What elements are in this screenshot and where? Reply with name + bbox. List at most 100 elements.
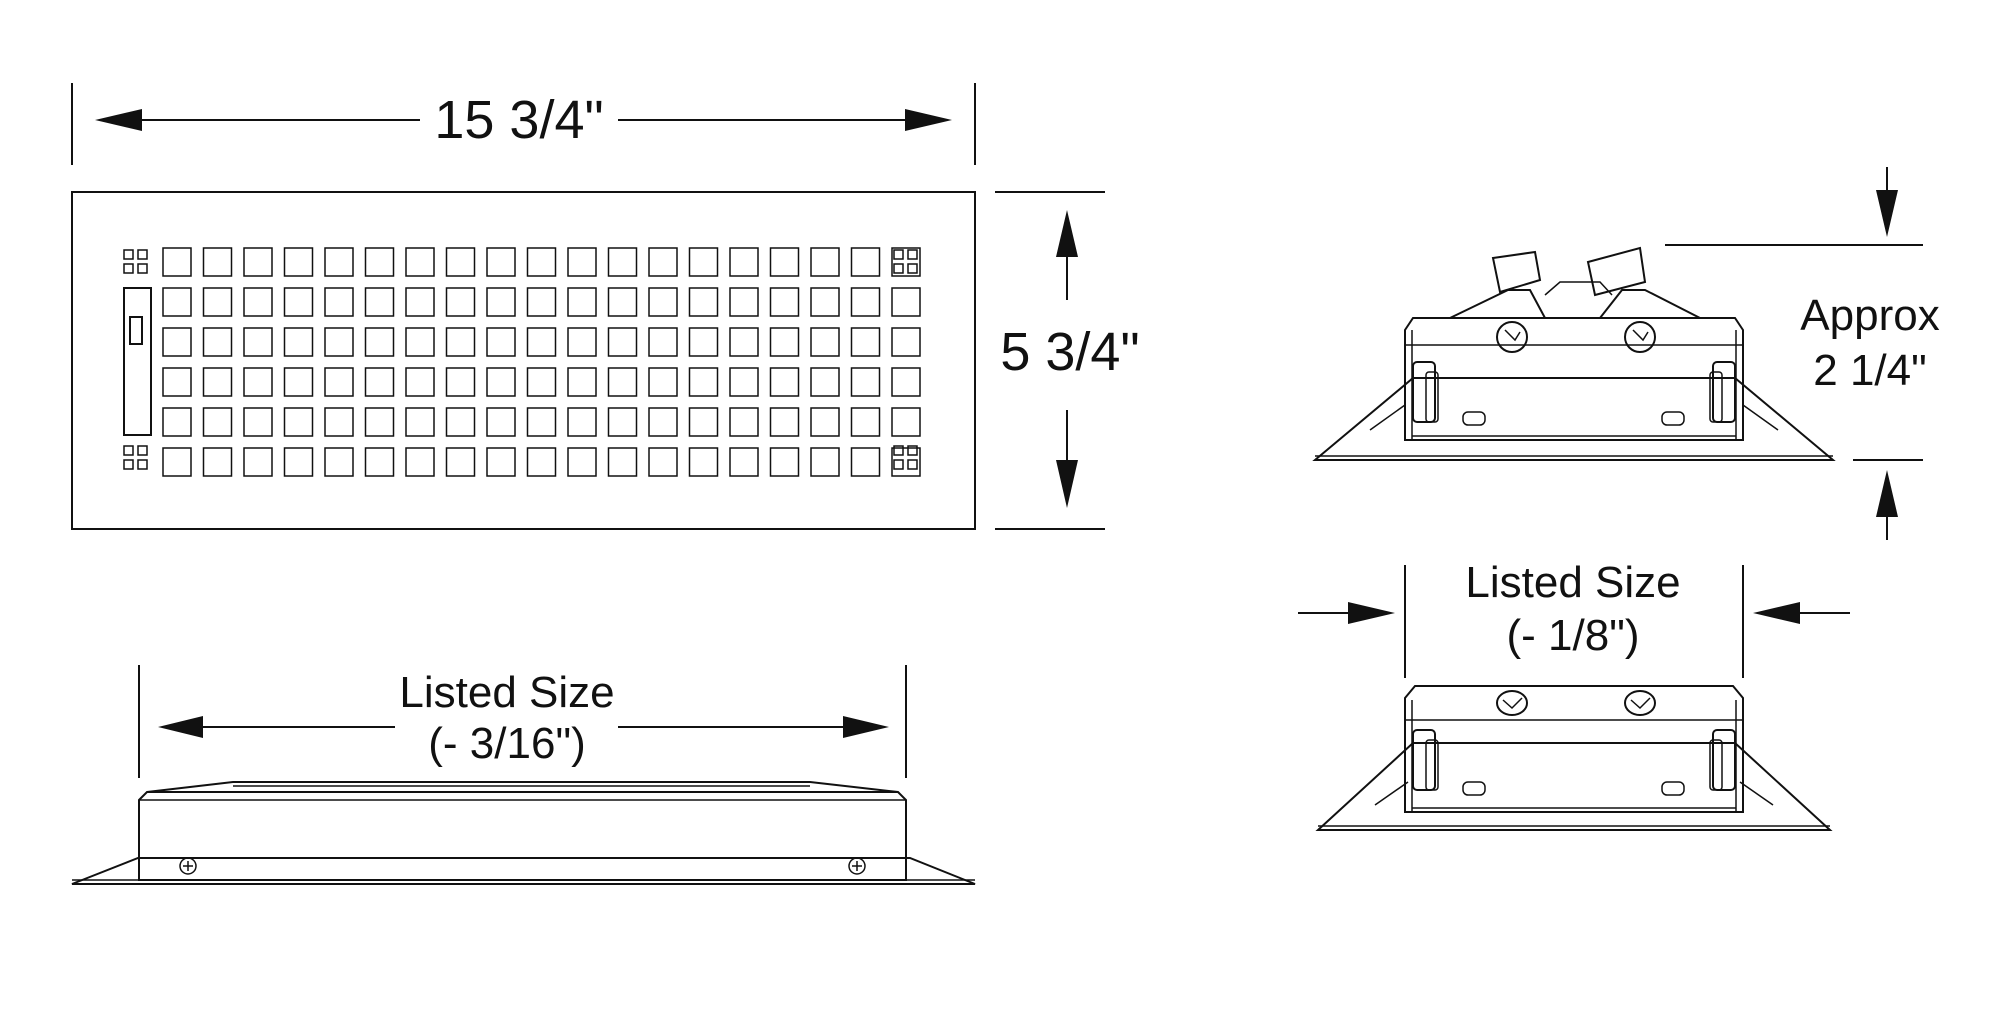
grille-opening <box>567 287 597 317</box>
grille-corner-square <box>123 459 134 470</box>
grille-opening <box>243 287 273 317</box>
depth-arrowhead-top <box>1876 190 1898 237</box>
end-flange-inner-right <box>1739 781 1774 806</box>
end-flange-inner-left <box>1374 781 1409 806</box>
grille-opening <box>405 287 435 317</box>
front-listed-size-line2: (- 3/16") <box>428 719 585 768</box>
grille-opening <box>729 327 759 357</box>
width-arrowhead-right <box>905 109 952 131</box>
grille-opening <box>486 407 516 437</box>
end-view: Listed Size (- 1/8") <box>1298 558 1850 831</box>
grille-opening <box>445 247 476 277</box>
grille-opening <box>162 447 192 477</box>
grille-opening <box>769 407 800 437</box>
grille-opening <box>283 327 314 357</box>
grille-corner-square <box>137 263 148 274</box>
grille-opening <box>729 447 759 477</box>
grille-opening <box>850 367 881 397</box>
grille-corner-square <box>137 445 148 456</box>
side-view-drawing <box>1312 246 1836 461</box>
end-flange <box>1315 742 1833 831</box>
grille-opening <box>486 247 516 277</box>
grille-opening <box>648 407 678 437</box>
grille-opening <box>850 447 881 477</box>
grille-opening <box>243 447 273 477</box>
grille-corner-square <box>123 249 134 260</box>
height-label: 5 3/4" <box>1000 322 1139 382</box>
front-screw-right <box>848 857 866 875</box>
side-flange-inner-right <box>1742 404 1779 431</box>
depth-label-line1: Approx <box>1800 291 1939 340</box>
front-arrowhead-right <box>843 716 889 738</box>
front-profile-view: Listed Size (- 3/16") <box>71 665 976 885</box>
grille-opening <box>445 287 476 317</box>
grille-opening <box>405 327 435 357</box>
damper-lever <box>123 287 152 436</box>
grille-opening <box>202 407 233 437</box>
grille-opening <box>607 447 638 477</box>
end-clip-left <box>1412 729 1439 791</box>
grille-opening <box>364 327 395 357</box>
grille-opening <box>364 247 395 277</box>
grille-corner-marks <box>123 249 918 470</box>
grille-opening <box>364 287 395 317</box>
grille-opening <box>850 407 881 437</box>
grille-opening <box>283 287 314 317</box>
grille-opening <box>526 367 557 397</box>
damper-center-bar <box>1544 281 1613 296</box>
end-slot-left <box>1462 781 1486 796</box>
grille-opening <box>850 287 881 317</box>
grille-opening <box>162 247 192 277</box>
grille-opening <box>202 447 233 477</box>
grille-opening <box>283 447 314 477</box>
grille-opening <box>891 407 921 437</box>
front-flange <box>71 857 976 885</box>
grille-opening <box>162 407 192 437</box>
grille-opening <box>891 247 921 277</box>
grille-opening <box>283 407 314 437</box>
grille-opening <box>243 407 273 437</box>
grille-opening <box>729 367 759 397</box>
grille-corner-square <box>123 263 134 274</box>
end-arrowhead-right <box>1753 602 1800 624</box>
grille-opening <box>445 327 476 357</box>
front-listed-size-dimension: Listed Size (- 3/16") <box>138 665 907 778</box>
grille-opening <box>283 367 314 397</box>
grille-opening <box>891 447 921 477</box>
grille-face-outline <box>71 191 976 530</box>
grille-opening <box>445 407 476 437</box>
grille-opening <box>283 247 314 277</box>
grille-opening <box>688 447 719 477</box>
width-label: 15 3/4" <box>434 90 603 150</box>
grille-opening <box>567 327 597 357</box>
grille-opening <box>324 407 354 437</box>
side-flange-inner-left <box>1369 404 1406 431</box>
grille-opening <box>891 327 921 357</box>
grille-opening <box>364 407 395 437</box>
grille-opening <box>688 327 719 357</box>
grille-opening <box>526 247 557 277</box>
grille-opening <box>648 247 678 277</box>
grille-opening <box>364 447 395 477</box>
end-listed-size-dimension: Listed Size (- 1/8") <box>1298 558 1850 678</box>
grille-opening <box>810 247 840 277</box>
grille-opening <box>324 327 354 357</box>
end-clip-right <box>1709 729 1736 791</box>
end-listed-size-line2: (- 1/8") <box>1507 611 1640 660</box>
damper-handle <box>129 316 143 345</box>
grille-opening <box>405 447 435 477</box>
grille-corner-square <box>137 459 148 470</box>
side-slot-right <box>1661 411 1685 426</box>
grille-opening <box>486 287 516 317</box>
grille-opening <box>850 247 881 277</box>
grille-corner-square <box>893 263 904 274</box>
front-profile-drawing <box>71 781 976 885</box>
face-view: 15 3/4" 5 3/4" <box>71 83 1140 530</box>
grille-opening <box>648 447 678 477</box>
grille-opening <box>243 367 273 397</box>
front-top-rail <box>146 781 899 793</box>
grille-opening <box>607 247 638 277</box>
grille-opening <box>445 447 476 477</box>
grille-opening <box>607 287 638 317</box>
grille-opening <box>891 287 921 317</box>
